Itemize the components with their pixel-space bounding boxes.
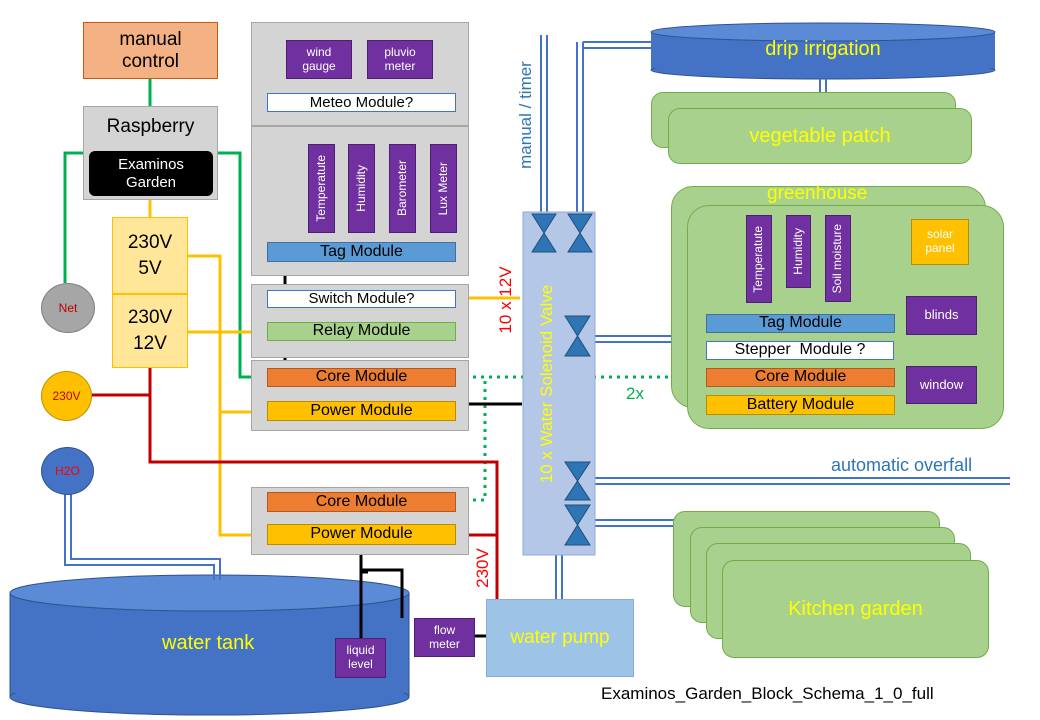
lux-meter-sensor: Lux Meter [430,144,457,233]
gh-core-module: Core Module [706,368,895,387]
psu-5v: 230V 5V [112,217,188,294]
gh-temperature-sensor: Temperatute [746,215,772,303]
gh-soil-moisture-sensor: Soil moisture [825,215,851,302]
manual-control-block: manual control [83,22,218,79]
label-automatic-overfall: automatic overfall [831,455,973,475]
net-source: Net [41,283,95,333]
gh-soil-moisture-label: Soil moisture [830,223,845,294]
greenhouse-title: greenhouse [767,183,868,204]
power-module: Power Module [267,401,456,421]
meteo-module: Meteo Module? [267,93,456,112]
window-actuator: window [906,366,977,404]
mains-230v-source: 230V [41,371,92,421]
label-2x: 2x [626,384,644,403]
switch-module: Switch Module? [267,290,456,308]
wind-gauge-sensor: wind gauge [286,40,352,79]
gh-humidity-label: Humidity [790,228,805,275]
label-manual-timer: manual / timer [516,61,535,169]
barometer-sensor-label: Barometer [394,160,409,217]
diagram-caption: Examinos_Garden_Block_Schema_1_0_full [601,684,934,703]
psu-12v: 230V 12V [112,294,188,368]
water-pipes [64,35,1010,625]
pluvio-meter-sensor: pluvio meter [367,40,433,79]
gh-temperature-label: Temperatute [751,225,766,293]
gh-humidity-sensor: Humidity [786,215,811,288]
blinds-actuator: blinds [906,296,977,335]
humidity-sensor: Humidity [348,144,375,233]
examinos-garden-app: Examinos Garden [89,151,213,196]
flow-meter-sensor: flow meter [414,618,475,657]
water-tank-label: water tank [162,632,255,654]
raspberry-title: Raspberry [106,116,195,137]
relay-module: Relay Module [267,322,456,341]
label-10x12v: 10 x 12V [496,266,515,334]
kitchen-garden: Kitchen garden [722,560,989,658]
liquid-level-sensor: liquid level [335,638,386,678]
drip-irrigation-label: drip irrigation [765,38,881,60]
solenoid-valve-bank [522,211,596,556]
valve-symbols [531,213,593,546]
lux-meter-sensor-label: Lux Meter [435,161,450,216]
solar-panel: solar panel [911,219,969,265]
label-230v-pump: 230V [473,548,492,588]
barometer-sensor: Barometer [389,144,416,233]
vegetable-patch: vegetable patch [668,108,972,164]
core-module: Core Module [267,368,456,387]
gh-tag-module: Tag Module [706,314,895,333]
h2o-source: H2O [41,447,94,495]
temperature-sensor: Temperatute [308,144,335,233]
water-pump: water pump [486,599,634,677]
temperature-sensor-label: Temperatute [313,155,328,222]
gh-stepper-module: Stepper Module ? [706,341,894,360]
tag-module: Tag Module [267,242,456,262]
humidity-sensor-label: Humidity [353,165,368,212]
gh-battery-module: Battery Module [706,395,895,415]
drip-irrigation-shape [650,22,996,80]
core-module-pump: Core Module [267,492,456,512]
label-solenoid-valves: 10 x Water Solenoid Valve [537,284,556,484]
power-module-pump: Power Module [267,524,456,545]
